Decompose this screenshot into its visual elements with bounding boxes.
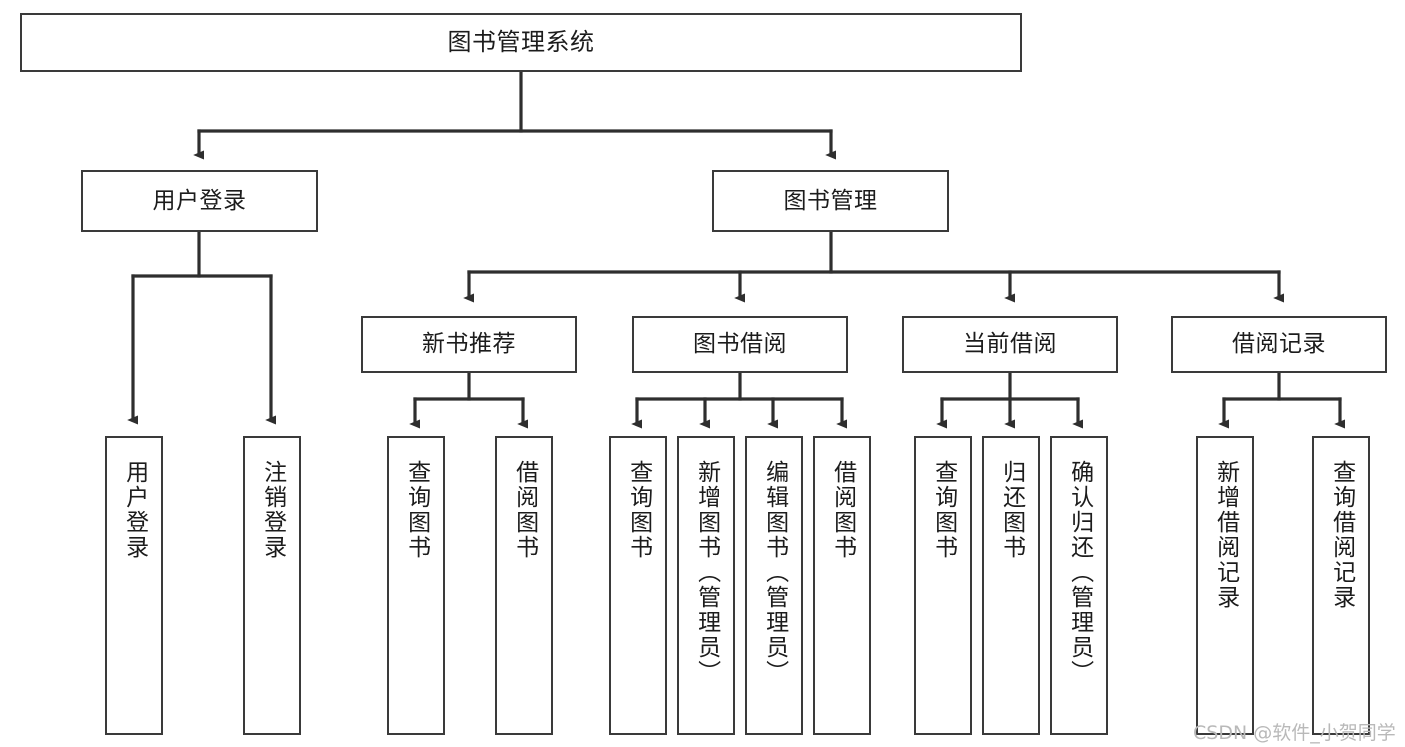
node-current-borrow-label: 当前借阅 [963, 331, 1057, 358]
node-current-borrow[interactable]: 当前借阅 [902, 316, 1118, 373]
node-leaf-edit-book-label: 编辑图书（管理员） [761, 460, 788, 685]
node-user-login-label: 用户登录 [152, 187, 247, 214]
watermark: CSDN @软件_小贺同学 [1193, 722, 1396, 744]
node-leaf-borrow-book-1-label: 借阅图书 [511, 460, 538, 560]
node-leaf-user-logout-label: 注销登录 [259, 460, 286, 560]
node-book-manage-label: 图书管理 [783, 187, 878, 214]
node-leaf-query-book-2[interactable]: 查询图书 [609, 436, 667, 735]
node-leaf-confirm-return-label: 确认归还（管理员） [1066, 460, 1093, 685]
node-leaf-add-book-label: 新增图书（管理员） [693, 460, 720, 685]
node-user-login[interactable]: 用户登录 [81, 170, 318, 232]
node-leaf-borrow-book-2[interactable]: 借阅图书 [813, 436, 871, 735]
node-leaf-borrow-book-1[interactable]: 借阅图书 [495, 436, 553, 735]
node-leaf-return-book[interactable]: 归还图书 [982, 436, 1040, 735]
node-leaf-add-record-label: 新增借阅记录 [1212, 460, 1239, 610]
node-leaf-query-book-2-label: 查询图书 [625, 460, 652, 560]
node-leaf-borrow-book-2-label: 借阅图书 [829, 460, 856, 560]
node-borrow-record-label: 借阅记录 [1232, 331, 1326, 358]
node-new-book-recommend-label: 新书推荐 [422, 331, 516, 358]
node-leaf-query-book-1[interactable]: 查询图书 [387, 436, 445, 735]
node-leaf-user-logout[interactable]: 注销登录 [243, 436, 301, 735]
node-leaf-confirm-return[interactable]: 确认归还（管理员） [1050, 436, 1108, 735]
node-leaf-query-book-3-label: 查询图书 [930, 460, 957, 560]
node-leaf-user-login[interactable]: 用户登录 [105, 436, 163, 735]
node-leaf-add-record[interactable]: 新增借阅记录 [1196, 436, 1254, 735]
node-leaf-add-book[interactable]: 新增图书（管理员） [677, 436, 735, 735]
node-borrow-record[interactable]: 借阅记录 [1171, 316, 1387, 373]
node-leaf-edit-book[interactable]: 编辑图书（管理员） [745, 436, 803, 735]
node-leaf-query-book-3[interactable]: 查询图书 [914, 436, 972, 735]
node-root-label: 图书管理系统 [447, 27, 595, 56]
node-book-borrow-label: 图书借阅 [693, 331, 787, 358]
node-leaf-query-book-1-label: 查询图书 [403, 460, 430, 560]
node-leaf-user-login-label: 用户登录 [121, 460, 148, 560]
node-leaf-return-book-label: 归还图书 [998, 460, 1025, 560]
node-book-manage[interactable]: 图书管理 [712, 170, 949, 232]
node-new-book-recommend[interactable]: 新书推荐 [361, 316, 577, 373]
node-root[interactable]: 图书管理系统 [20, 13, 1022, 72]
node-leaf-query-record-label: 查询借阅记录 [1328, 460, 1355, 610]
node-book-borrow[interactable]: 图书借阅 [632, 316, 848, 373]
node-leaf-query-record[interactable]: 查询借阅记录 [1312, 436, 1370, 735]
